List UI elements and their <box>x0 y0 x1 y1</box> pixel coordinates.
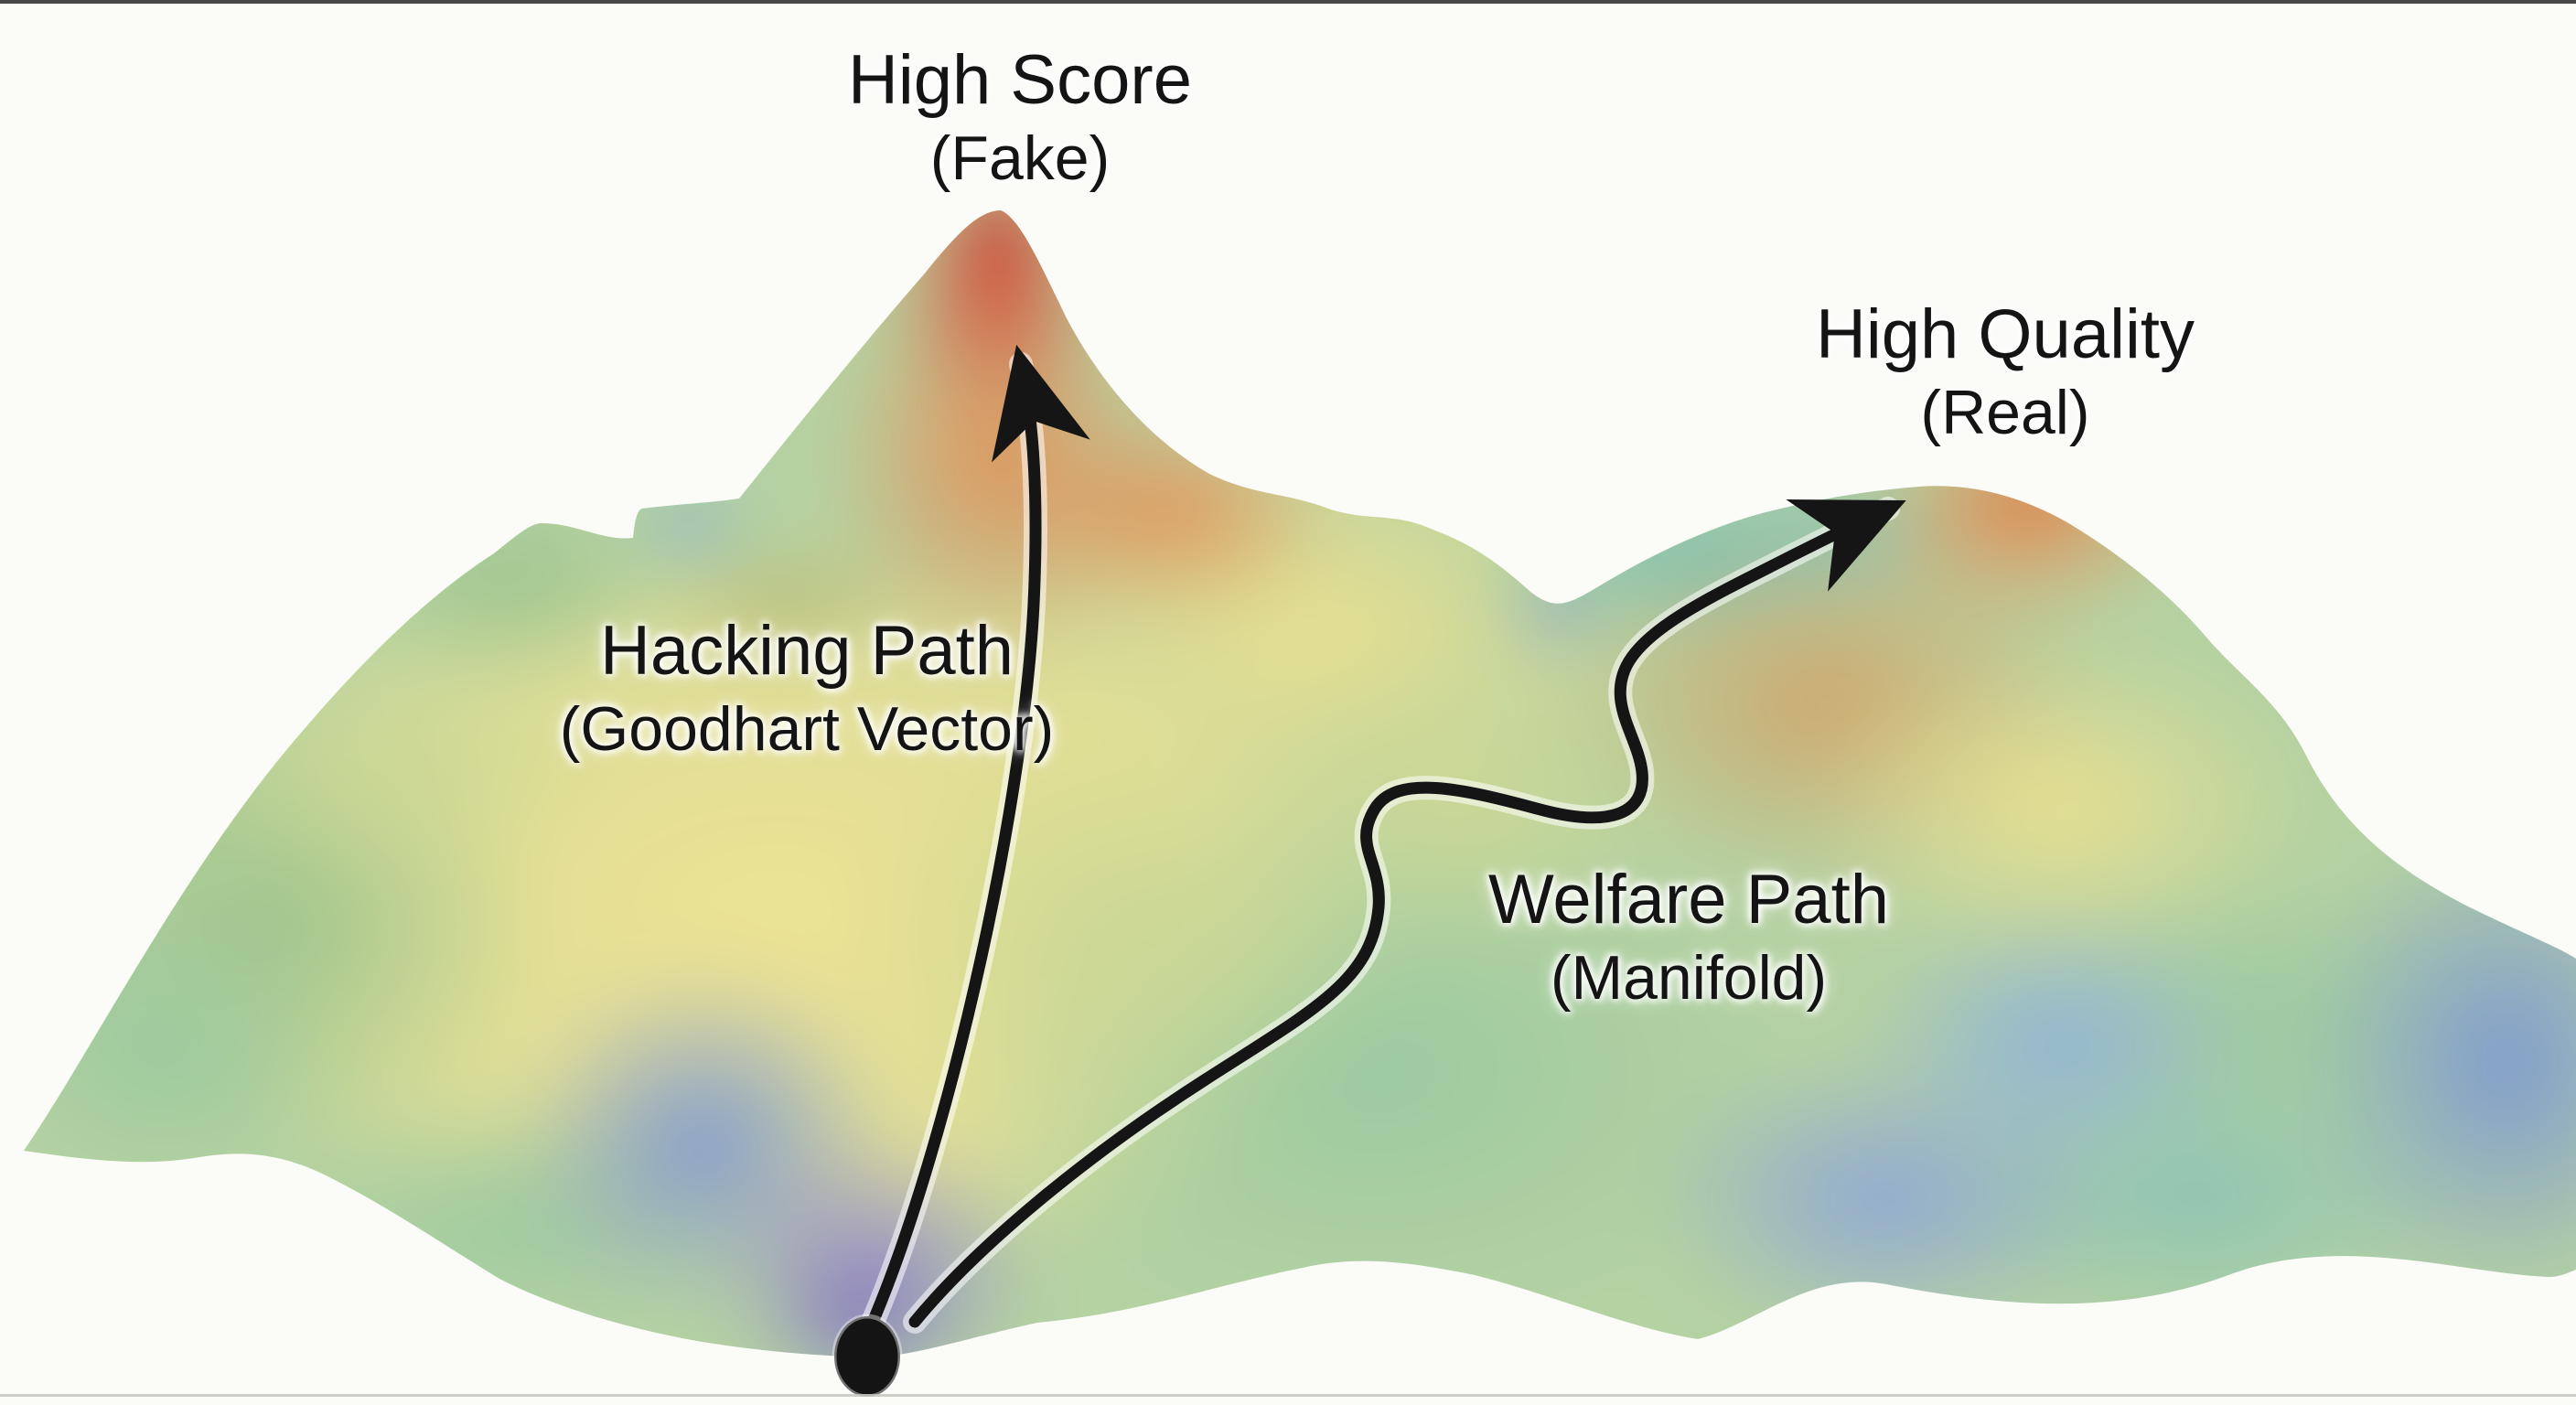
real-peak-label-line2: (Real) <box>1920 378 2090 447</box>
real-peak-label: High Quality (Real) <box>1816 295 2195 450</box>
real-peak-label-line1: High Quality <box>1816 295 2195 373</box>
welfare-path-label-line2: (Manifold) <box>1550 943 1828 1013</box>
fake-peak-label-line1: High Score <box>848 41 1192 119</box>
hacking-path-label-line1: Hacking Path <box>599 612 1014 690</box>
top-border-line <box>0 0 2576 4</box>
fake-peak-label: High Score (Fake) <box>848 40 1192 196</box>
bottom-border-line <box>0 1394 2576 1397</box>
hacking-path-label-line2: (Goodhart Vector) <box>559 694 1055 764</box>
hacking-path-label: Hacking Path (Goodhart Vector) <box>560 611 1054 767</box>
fake-peak-label-line2: (Fake) <box>929 123 1111 193</box>
welfare-path-label-line1: Welfare Path <box>1488 861 1889 938</box>
hacking-path-arrow <box>864 344 1090 1333</box>
welfare-path-label: Welfare Path (Manifold) <box>1488 860 1889 1015</box>
origin-dot <box>832 1314 903 1400</box>
welfare-path-arrow <box>908 499 1906 1328</box>
